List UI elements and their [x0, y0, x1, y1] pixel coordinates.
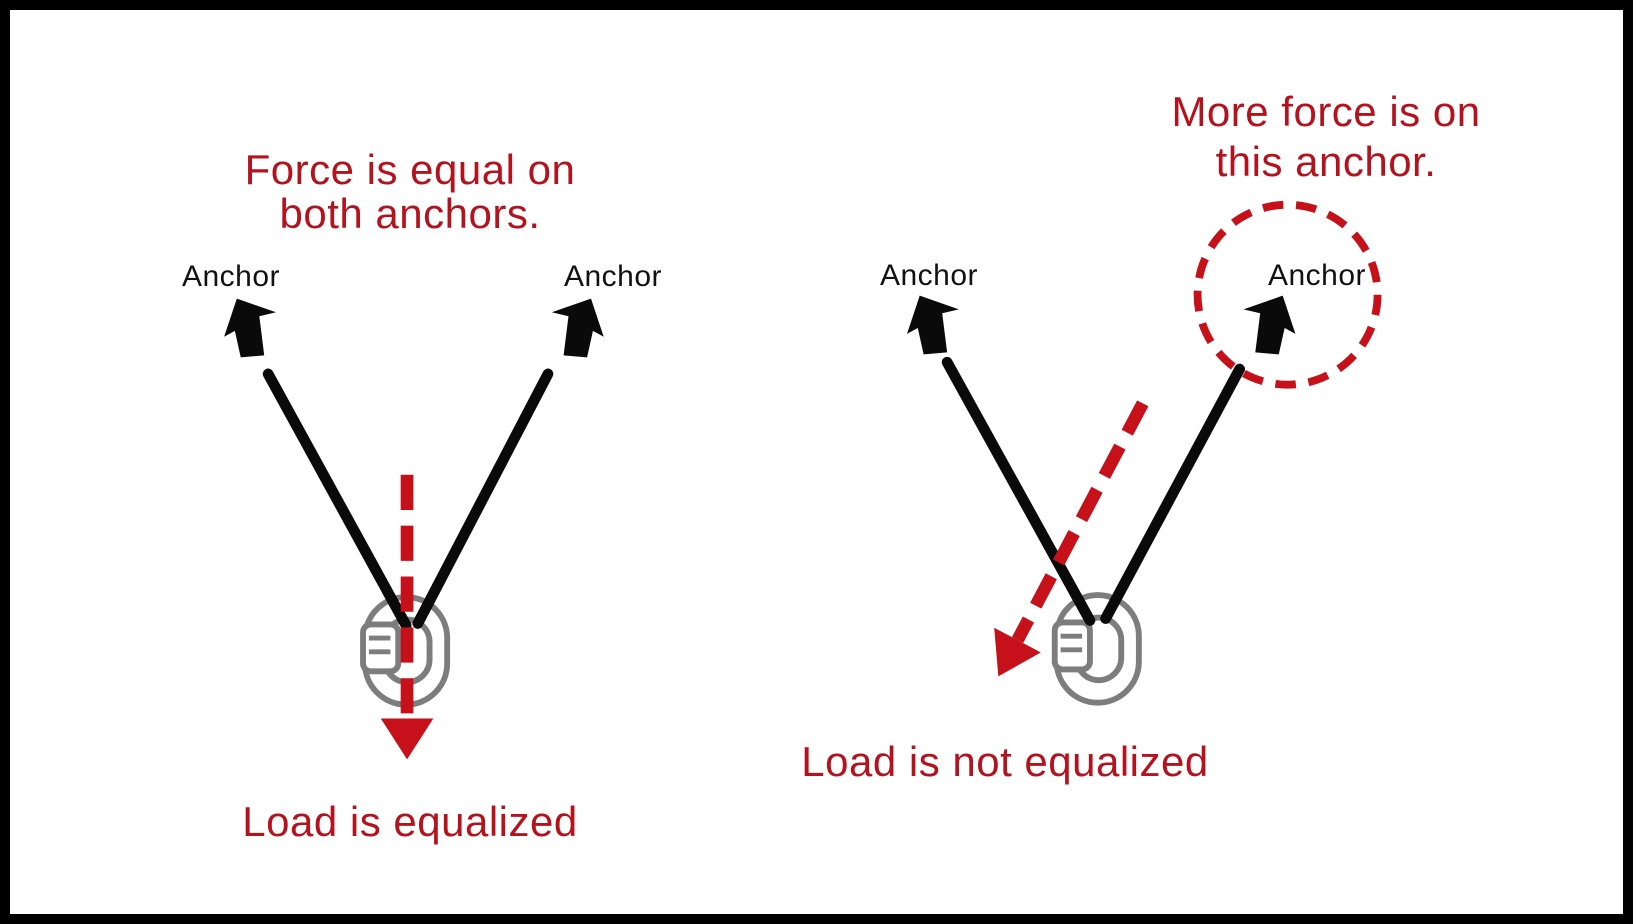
anchor-arrow-up-right-icon: [1243, 295, 1296, 355]
left-caption: Load is equalized: [242, 798, 578, 845]
left-anchor-right-label: Anchor: [563, 260, 663, 293]
anchor-arrow-up-left-icon: [224, 298, 276, 358]
left-title-line1: Force is equal on: [244, 146, 576, 193]
rope-line-right: [1100, 363, 1246, 624]
right-title-line1: More force is on: [1171, 88, 1481, 135]
right-anchor-left-label: Anchor: [879, 259, 979, 292]
left-diagram: [224, 298, 604, 760]
right-title-line2: this anchor.: [1215, 138, 1437, 185]
quicklink-icon: [1055, 595, 1139, 703]
anchor-arrow-up-left-icon: [906, 295, 959, 355]
diagram-graphics: [224, 200, 1382, 760]
rope-line-left: [262, 368, 412, 631]
left-anchor-left-label: Anchor: [181, 260, 281, 293]
anchor-arrow-up-right-icon: [551, 298, 604, 358]
rope-line-left: [941, 356, 1096, 626]
left-title-line2: both anchors.: [279, 190, 541, 237]
right-diagram: [906, 200, 1382, 703]
rope-line-right: [412, 368, 554, 629]
right-anchor-circled-label: Anchor: [1267, 259, 1367, 292]
load-direction-arrow: [994, 400, 1149, 677]
force-highlight-circle: [1193, 200, 1382, 389]
right-caption: Load is not equalized: [801, 738, 1209, 785]
